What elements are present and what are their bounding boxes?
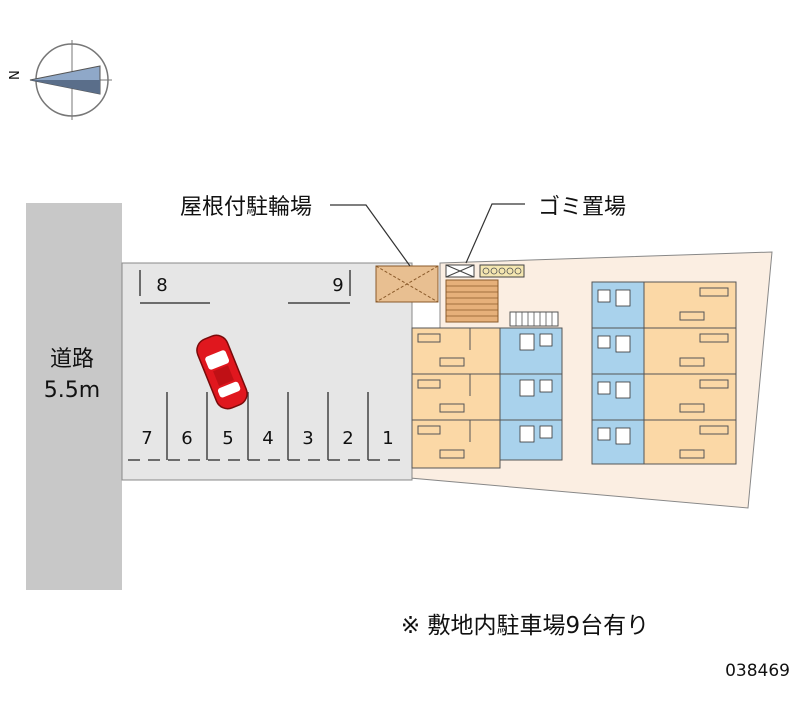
parking-space-7: 7 [141, 428, 152, 449]
parking-space-1: 1 [382, 428, 393, 449]
parking-lot [121, 262, 413, 481]
building-right [591, 281, 737, 465]
building-left [411, 327, 563, 469]
parking-space-8: 8 [156, 275, 167, 296]
compass-north-letter: N [8, 70, 23, 80]
stairs [445, 279, 559, 327]
parking-note: ※ 敷地内駐車場9台有り [401, 613, 649, 639]
road [26, 203, 122, 590]
parking-space-9: 9 [332, 275, 343, 296]
garbage-label: ゴミ置場 [538, 195, 626, 220]
car-icon [196, 334, 248, 410]
parking-space-4: 4 [262, 428, 273, 449]
compass-icon: N [8, 40, 112, 120]
parking-space-5: 5 [222, 428, 233, 449]
parking-space-3: 3 [302, 428, 313, 449]
road-name: 道路 [50, 347, 94, 372]
property-code: 038469 [725, 661, 790, 681]
bicycle-parking-label: 屋根付駐輪場 [180, 195, 312, 220]
parking-space-6: 6 [181, 428, 192, 449]
road-width: 5.5m [44, 378, 100, 403]
parking-space-2: 2 [342, 428, 353, 449]
